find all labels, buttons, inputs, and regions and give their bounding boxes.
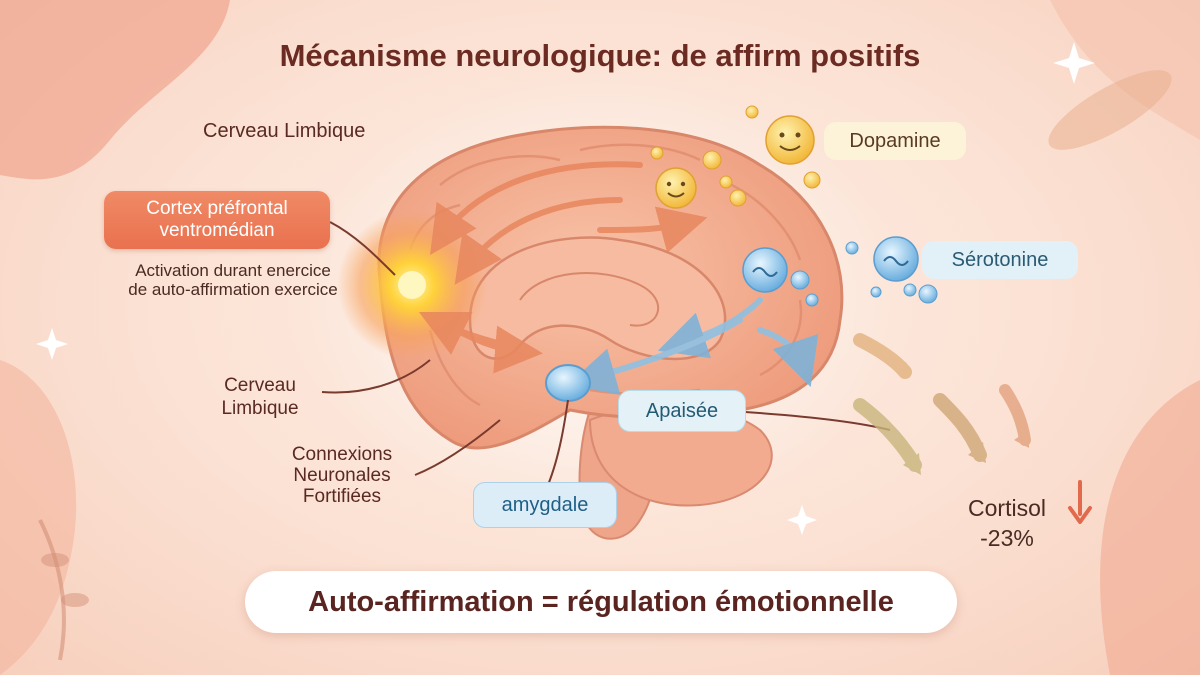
amygdala-node bbox=[545, 364, 591, 402]
limbic-label-top: Cerveau Limbique bbox=[203, 120, 366, 142]
activation-note: Activation durant enercice de auto-affir… bbox=[128, 261, 338, 299]
signal-arrows bbox=[418, 161, 708, 374]
corner-blob bbox=[0, 0, 230, 180]
serotonin-molecules bbox=[790, 241, 938, 307]
cortisol-arrows bbox=[853, 333, 1031, 475]
amygdale-label: amygdale bbox=[473, 482, 617, 528]
leader-lines bbox=[321, 221, 891, 486]
summary-banner: Auto-affirmation = régulation émotionnel… bbox=[245, 571, 957, 633]
cortisol-name: Cortisol bbox=[968, 495, 1046, 521]
sparkle-icon bbox=[36, 42, 1095, 535]
down-arrow-icon bbox=[1068, 480, 1092, 524]
cortisol-value: -23% bbox=[980, 525, 1034, 551]
wave-serotonin-icon bbox=[742, 236, 919, 293]
serotonin-arrows bbox=[567, 297, 819, 395]
cortisol-label: Cortisol -23% bbox=[952, 493, 1062, 553]
apaisee-label: Apaisée bbox=[618, 390, 746, 432]
smile-dopamine-icon bbox=[655, 115, 815, 209]
limbic-label-mid: Cerveau Limbique bbox=[221, 375, 299, 419]
cortex-label-line1: Cortex préfrontal bbox=[146, 198, 288, 219]
dopamine-molecules bbox=[650, 105, 821, 207]
dopamine-label: Dopamine bbox=[824, 122, 966, 160]
cortex-label: Cortex préfrontal ventromédian bbox=[104, 191, 330, 249]
connexions-label: Connexions Neuronales Fortifiées bbox=[291, 444, 393, 507]
page-title: Mécanisme neurologique: de affirm positi… bbox=[279, 38, 921, 73]
cortex-label-line2: ventromédian bbox=[159, 220, 275, 241]
serotonin-label: Sérotonine bbox=[922, 241, 1078, 279]
